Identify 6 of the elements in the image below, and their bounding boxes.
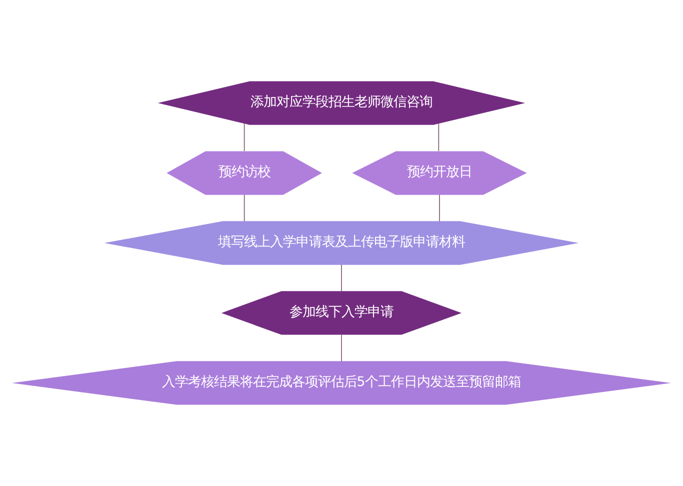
connector: [341, 334, 342, 362]
connector: [244, 123, 245, 152]
connector: [438, 123, 440, 152]
connector: [439, 194, 440, 222]
connector: [244, 194, 245, 222]
connector: [341, 264, 342, 292]
